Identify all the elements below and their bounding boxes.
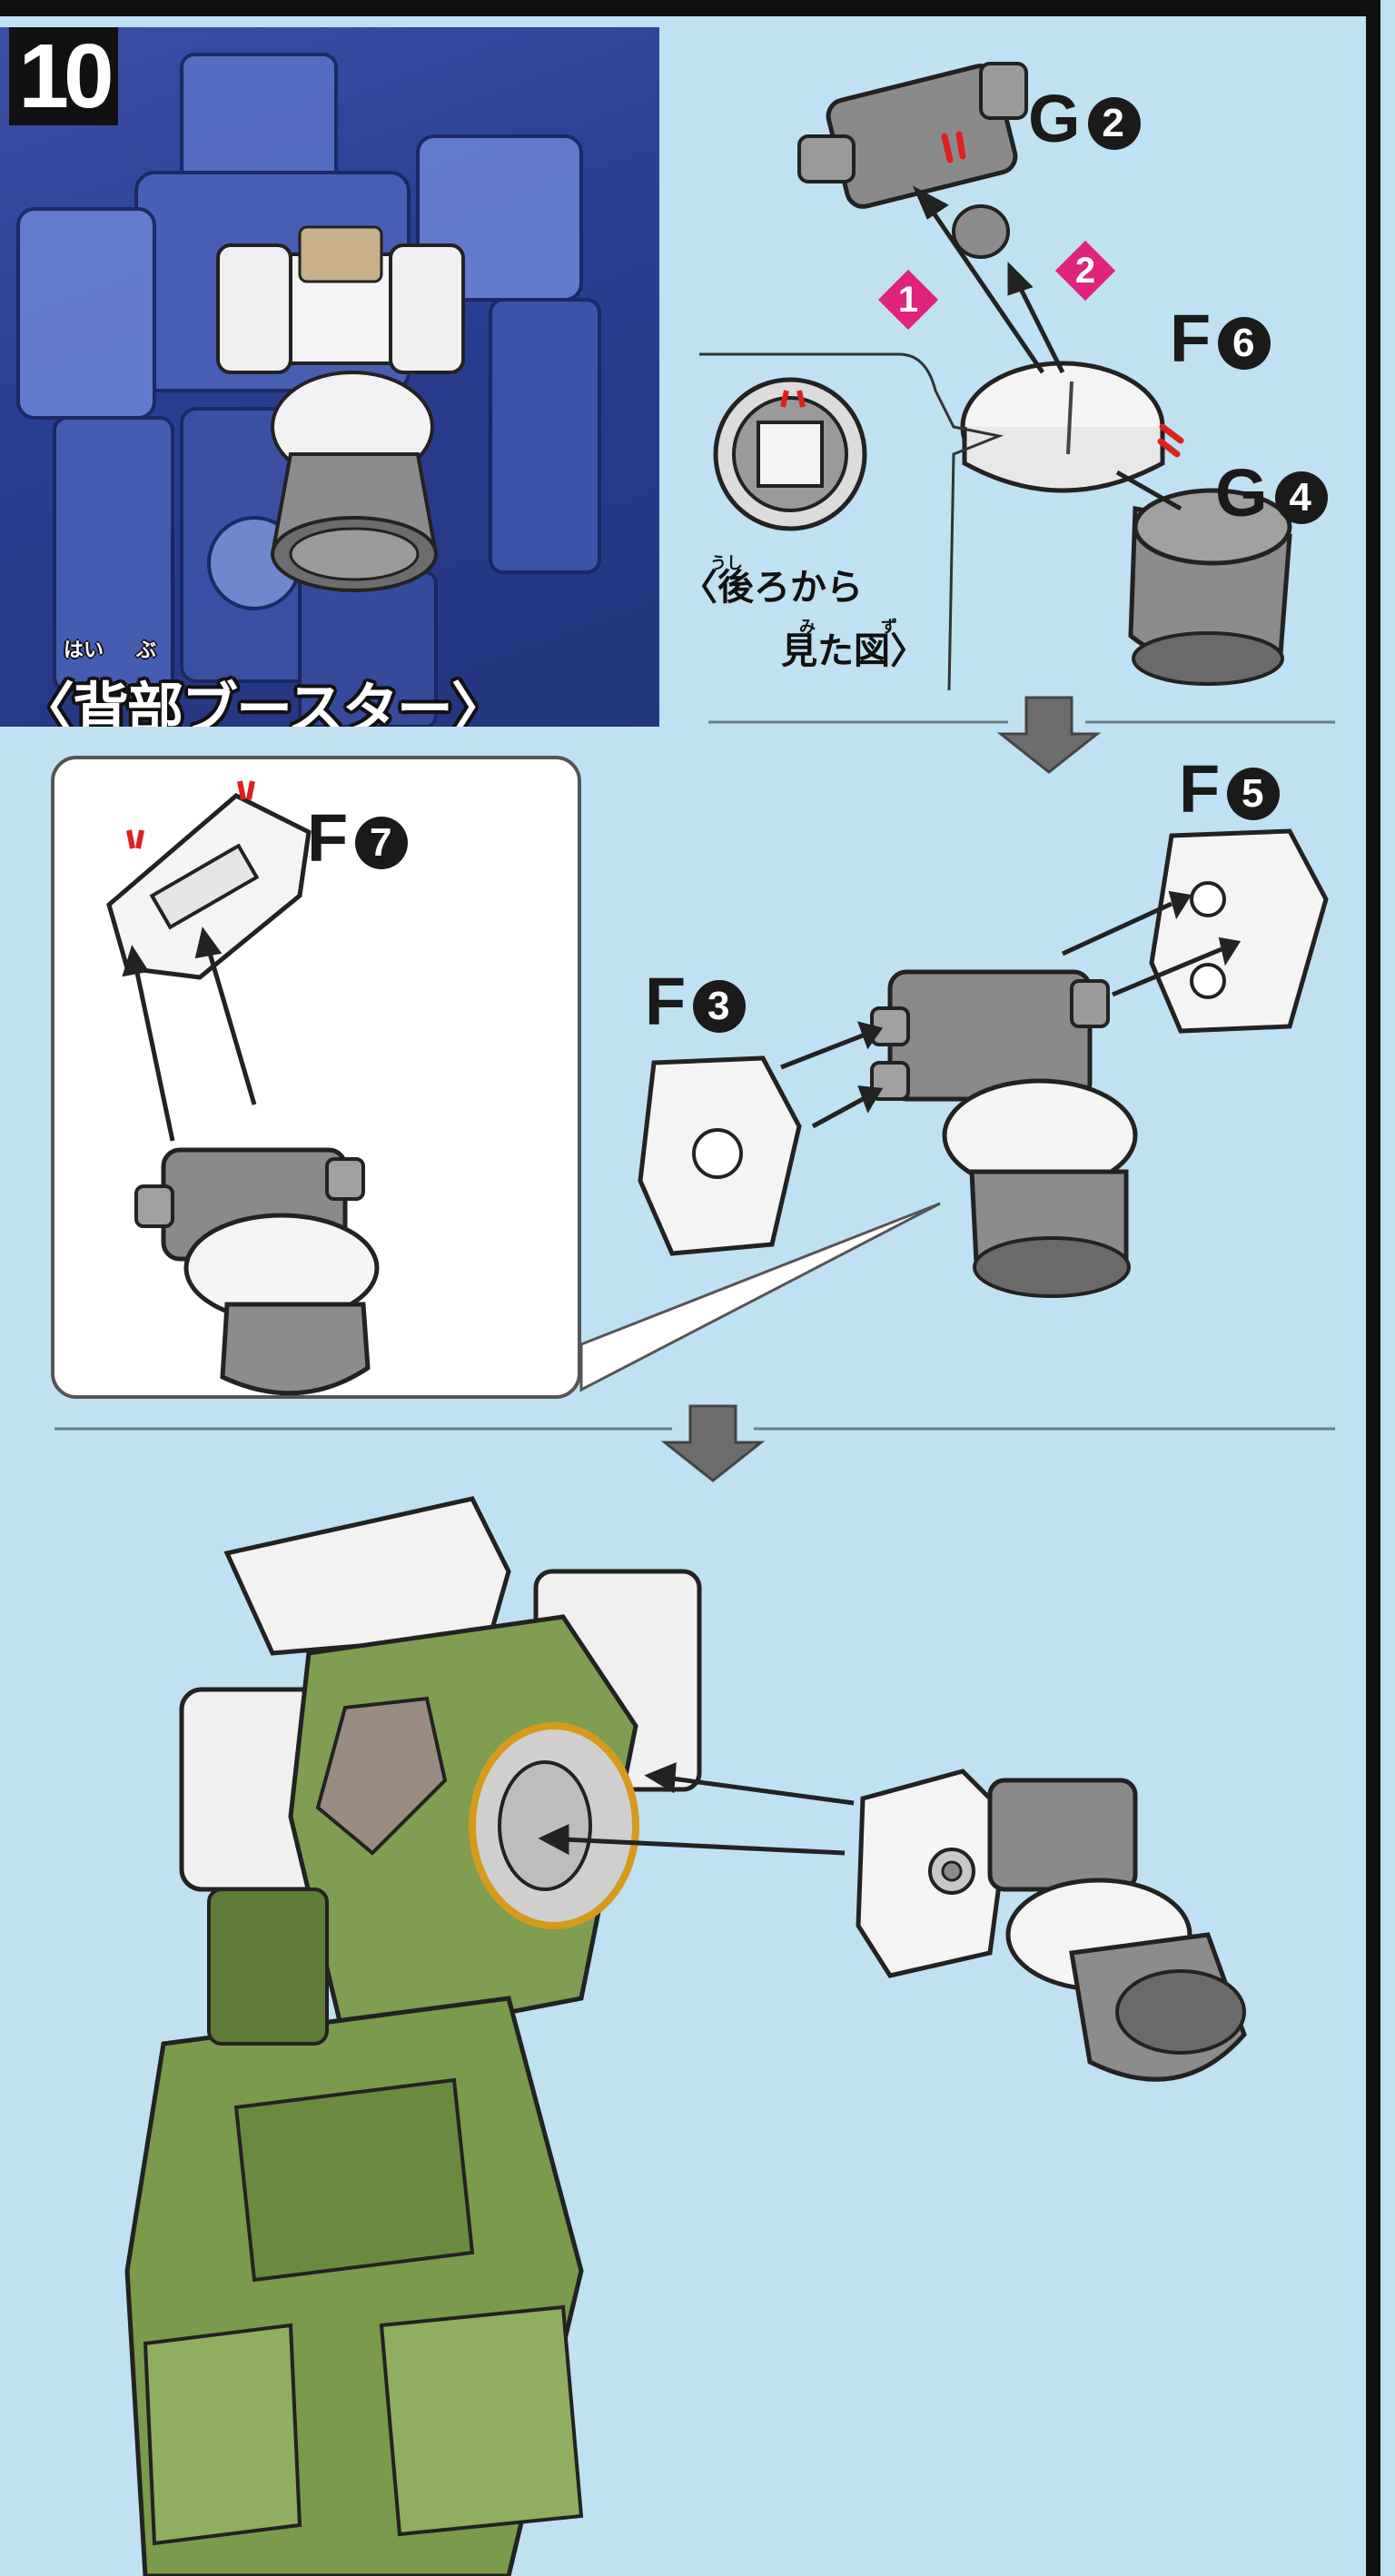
- part-g4-shape: [1128, 488, 1292, 686]
- part-letter: F: [645, 964, 688, 1039]
- part-letter: G: [1028, 81, 1083, 156]
- part-letter: F: [1170, 301, 1213, 376]
- note-ruby-ushi: うし: [710, 554, 743, 572]
- part-number: 6: [1218, 317, 1271, 371]
- part-number: 5: [1227, 768, 1281, 821]
- order-mark-1: 1: [877, 269, 939, 331]
- note-ruby-zu: ず: [881, 618, 897, 636]
- part-letter: F: [1179, 751, 1222, 827]
- detail-callout: [51, 756, 581, 1399]
- detail-illustration: [106, 780, 380, 1396]
- part-number: 7: [355, 817, 409, 870]
- ruby-hai: はい: [64, 639, 104, 661]
- part-letter: F: [307, 800, 351, 876]
- preview-panel: はい ぶ 〈背部ブースター〉: [0, 27, 659, 727]
- order-mark-number: 2: [1074, 251, 1096, 291]
- ruby-bu: ぶ: [136, 639, 157, 661]
- part-letter: G: [1215, 455, 1270, 530]
- preview-illustration: [16, 53, 601, 727]
- part-g2-shape: [797, 62, 1028, 259]
- order-mark-number: 1: [897, 280, 919, 320]
- part-f6-shape: [960, 361, 1165, 493]
- part-number: 3: [693, 980, 747, 1034]
- back-view-note-line2: 見た図〉: [781, 631, 926, 671]
- part-number: 4: [1274, 471, 1328, 525]
- part-number: 2: [1087, 97, 1141, 151]
- preview-title: 〈背部ブースター〉: [18, 679, 508, 727]
- order-mark-2: 2: [1054, 240, 1116, 302]
- step-number: 10: [9, 27, 118, 125]
- back-view-note-line1: 〈後ろから: [681, 568, 863, 608]
- middle-assembly: [579, 828, 1329, 1392]
- back-view-diagram: [699, 352, 1004, 691]
- note-ruby-mi: み: [799, 618, 816, 636]
